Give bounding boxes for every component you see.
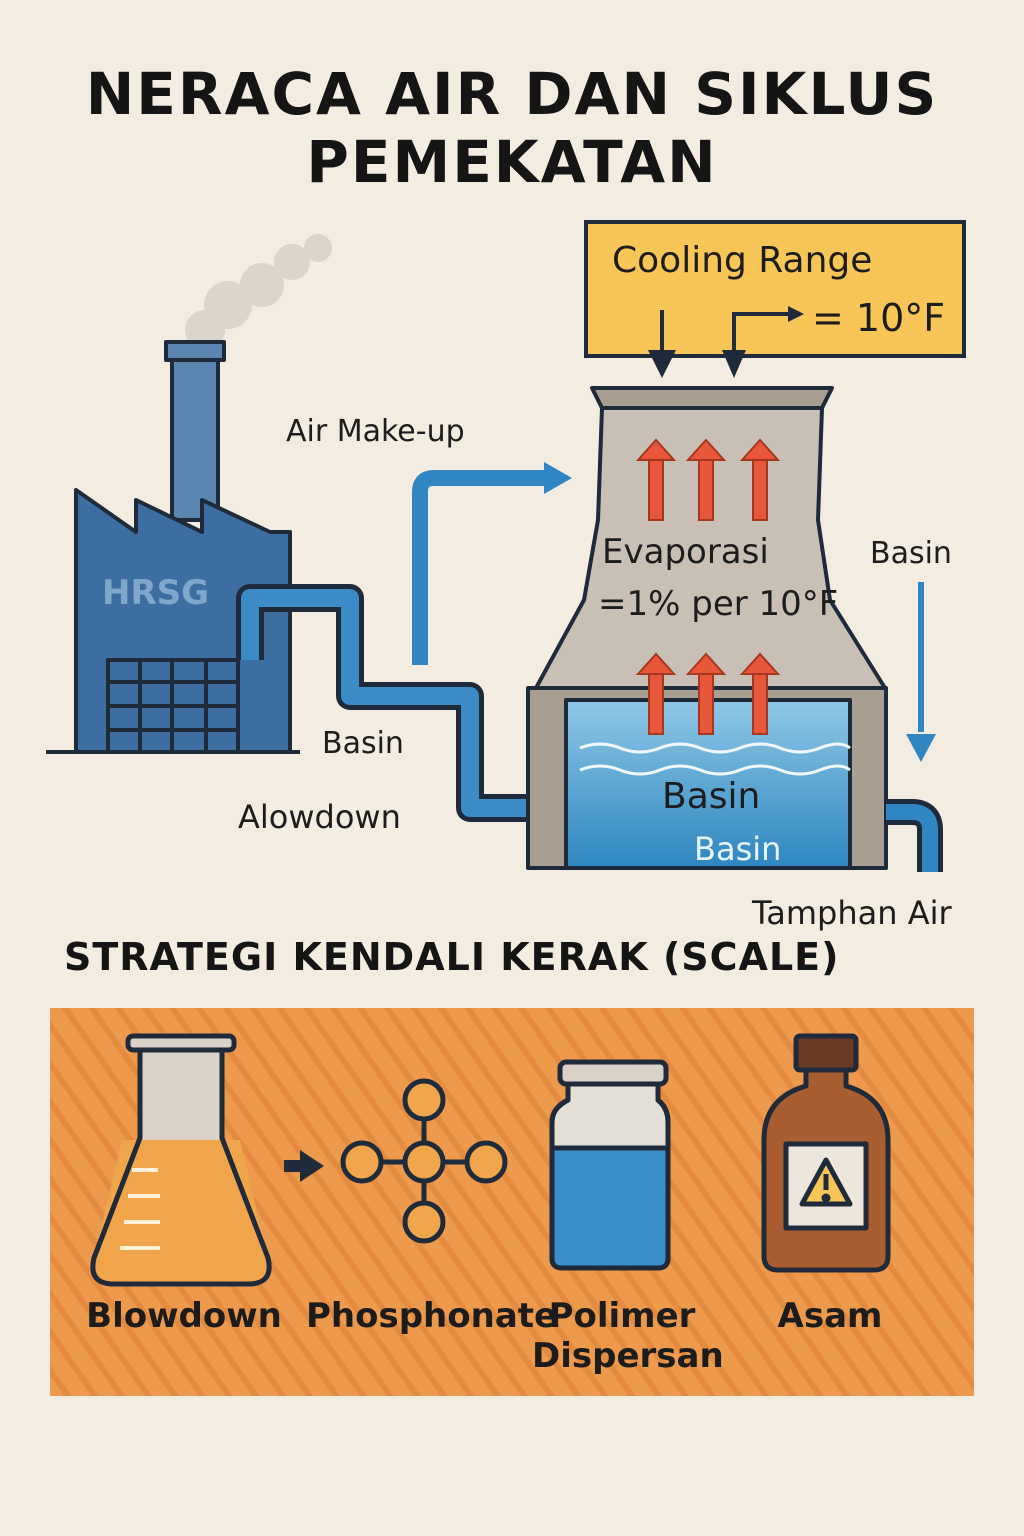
flask-icon	[90, 1033, 272, 1287]
basin-water-waves	[579, 742, 851, 776]
makeup-water-arrow	[412, 462, 572, 665]
blowdown-flow-label: Alowdown	[238, 798, 401, 836]
hrsg-label: HRSG	[102, 573, 210, 613]
smoke-icon	[185, 234, 332, 350]
makeup-water-label: Air Make-up	[286, 414, 465, 449]
basin-downflow-arrow	[906, 582, 936, 762]
scale-control-title: STRATEGI KENDALI KERAK (SCALE)	[64, 935, 840, 979]
basin-flow-label-right: Basin	[870, 536, 952, 571]
phosphonate-strategy-label: Phosphonate	[306, 1296, 558, 1336]
polymer-strategy-label-line-2: Dispersan	[532, 1336, 724, 1376]
cooling-range-callout	[584, 220, 966, 378]
blowdown-strategy-label: Blowdown	[86, 1296, 282, 1336]
evaporation-rate: =1% per 10°F	[598, 584, 839, 624]
molecule-icon	[340, 1078, 508, 1244]
cooling-range-label: Cooling Range	[612, 240, 873, 281]
page-title-line-1: NERACA AIR DAN SIKLUS	[85, 60, 939, 128]
acid-bottle-icon	[761, 1033, 891, 1273]
basin-flow-label-left: Basin	[322, 726, 404, 761]
blowdown-pipe	[236, 584, 610, 822]
hrsg-factory	[46, 340, 300, 754]
cooling-range-value: = 10°F	[812, 296, 946, 340]
page-title-line-2: PEMEKATAN	[306, 128, 718, 196]
arrow-right-icon	[284, 1150, 324, 1182]
polymer-strategy-label-line-1: Polimer	[548, 1296, 696, 1336]
drain-pipe	[886, 799, 943, 872]
jar-icon	[549, 1059, 671, 1271]
basin-label: Basin	[662, 776, 761, 817]
evaporation-arrows	[635, 438, 781, 735]
drain-label: Tamphan Air	[752, 894, 952, 932]
evaporation-label: Evaporasi	[602, 532, 769, 572]
basin-sub-label: Basin	[694, 830, 782, 868]
acid-strategy-label: Asam	[777, 1296, 883, 1336]
